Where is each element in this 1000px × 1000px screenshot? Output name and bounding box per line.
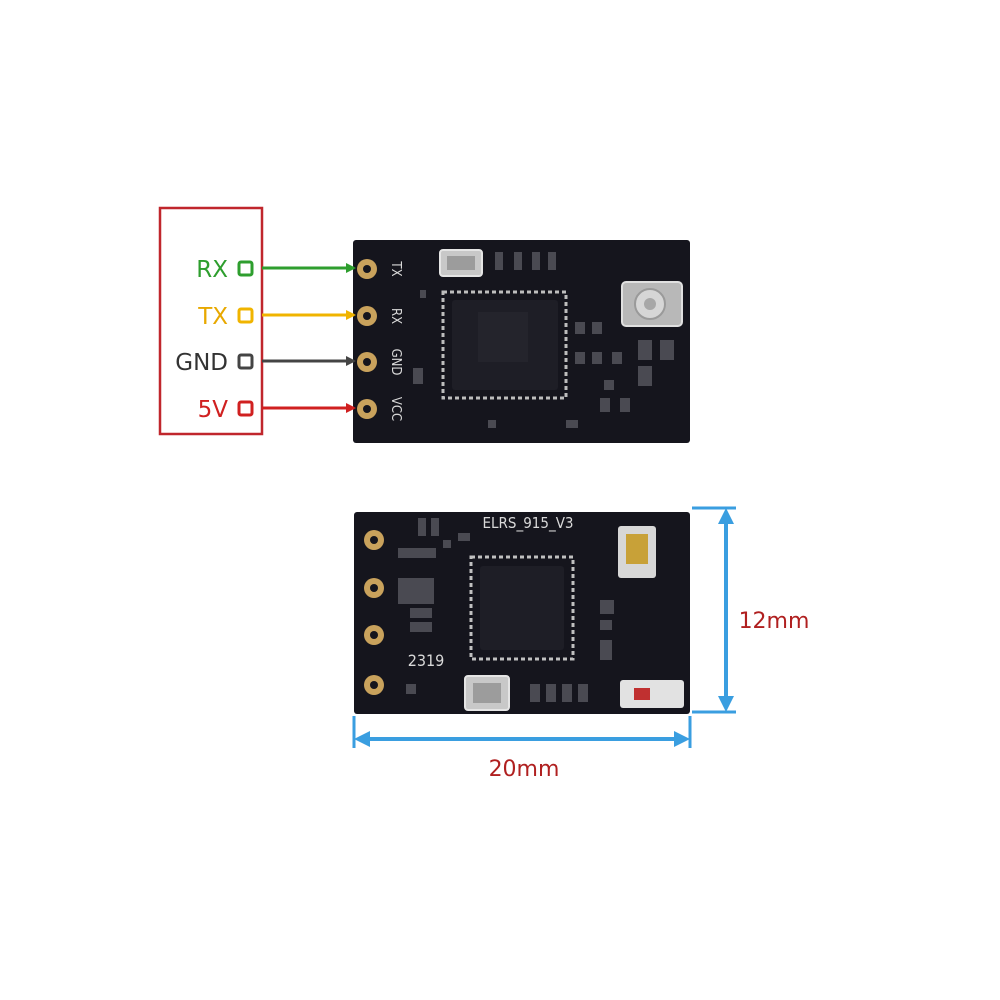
height-label: 12mm: [739, 609, 810, 634]
pin-label-rx: RX: [196, 257, 228, 283]
width-label: 20mm: [489, 757, 560, 782]
batch-code: 2319: [408, 651, 445, 670]
solder-pads-bottom: [364, 530, 384, 695]
pinout-legend: RX TX GND 5V: [158, 206, 356, 436]
receiver-board-top: TX RX GND VCC: [353, 240, 690, 443]
model-silkscreen: ELRS_915_V3: [482, 514, 573, 533]
pin-label-gnd: GND: [175, 350, 228, 376]
pin-marker-tx: [237, 307, 254, 324]
gold-test-pad: [626, 534, 648, 564]
silk-pin-1: TX: [388, 260, 403, 276]
pin-label-tx: TX: [197, 304, 228, 330]
silk-pin-2: RX: [388, 308, 403, 324]
status-led: [620, 680, 684, 708]
smd-components-top: [413, 252, 674, 428]
antenna-connector: [621, 281, 683, 327]
pin-label-5v: 5V: [198, 397, 229, 423]
pin-marker-gnd: [237, 353, 254, 370]
solder-pads-top: [357, 259, 377, 419]
width-dimension: 20mm: [352, 716, 692, 782]
mcu-chip-bottom: [469, 555, 575, 661]
silk-pin-3: GND: [388, 349, 403, 376]
receiver-board-bottom: ELRS_915_V3 2319: [354, 512, 690, 714]
pin-marker-rx: [237, 260, 254, 277]
silk-pin-4: VCC: [388, 397, 403, 421]
smd-components-bottom: [398, 518, 614, 702]
height-dimension: 12mm: [692, 506, 810, 714]
mcu-chip-top: [441, 290, 568, 400]
pin-marker-5v: [237, 400, 254, 417]
